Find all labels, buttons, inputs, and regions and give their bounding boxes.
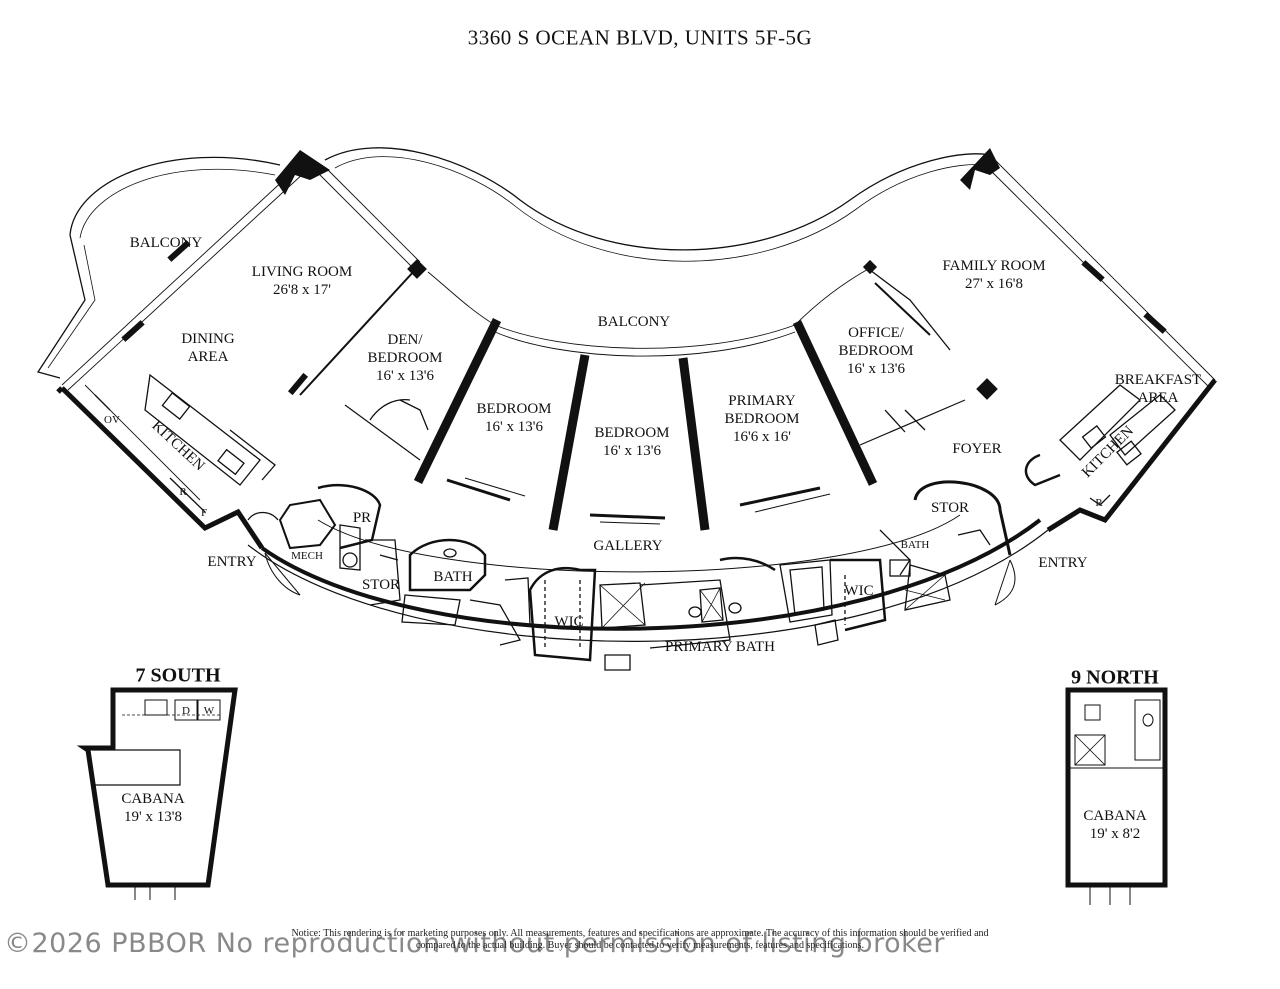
south-washer-label: W (203, 705, 215, 717)
family-room-label: FAMILY ROOM 27' x 16'8 (942, 257, 1045, 293)
wall-bedroom-primary (678, 357, 710, 531)
dining-area-name2: AREA (187, 349, 229, 365)
bedroom-1-dim: 16' x 13'6 (485, 419, 543, 435)
family-room-dim: 27' x 16'8 (965, 276, 1023, 292)
entry-left-label: ENTRY (207, 554, 257, 570)
wic-left-label: WIC (554, 614, 584, 630)
office-bedroom-name: OFFICE/ (848, 325, 904, 341)
dining-area-name: DINING (181, 331, 235, 347)
breakfast-area-name: BREAKFAST (1114, 372, 1202, 388)
bedroom-2-name: BEDROOM (594, 425, 670, 441)
south-cabana-walls (76, 687, 238, 888)
bath-left-label: BATH (433, 569, 473, 585)
stor-right-label: STOR (930, 500, 970, 516)
primary-bedroom-name2: BEDROOM (724, 411, 800, 427)
office-bedroom-label: OFFICE/ BEDROOM 16' x 13'6 (838, 324, 913, 378)
family-room-name: FAMILY ROOM (942, 258, 1046, 274)
exterior-wall-bottom (260, 518, 1042, 631)
balcony-center-label: BALCONY (597, 314, 671, 330)
refrigerator-right-label: R (1095, 497, 1103, 509)
bedroom-2-label: BEDROOM 16' x 13'6 (594, 424, 669, 460)
primary-bedroom-label: PRIMARY BEDROOM 16'6 x 16' (724, 392, 799, 446)
living-room-name: LIVING ROOM (251, 264, 353, 280)
plan-title: 3360 S OCEAN BLVD, UNITS 5F-5G (467, 25, 813, 50)
living-room-dim: 26'8 x 17' (273, 282, 331, 298)
entry-right-label: ENTRY (1038, 555, 1088, 571)
balcony-center-outline (324, 147, 991, 251)
north-cabana-dim: 19' x 8'2 (1089, 826, 1141, 842)
disclaimer-notice: Notice: This rendering is for marketing … (291, 928, 989, 951)
north-cabana-label: CABANA 19' x 8'2 (1083, 807, 1146, 843)
balcony-left-label: BALCONY (129, 235, 203, 251)
office-bedroom-name2: BEDROOM (838, 343, 914, 359)
primary-bedroom-dim: 16'6 x 16' (733, 429, 791, 445)
den-bedroom-name2: BEDROOM (367, 350, 443, 366)
breakfast-area-name2: AREA (1137, 390, 1179, 406)
north-heading: 9 NORTH (1071, 666, 1159, 689)
freezer-left-label: F (200, 507, 208, 519)
foyer-label: FOYER (952, 441, 1002, 457)
balcony-left-outline (69, 156, 281, 236)
living-room-label: LIVING ROOM 26'8 x 17' (252, 263, 352, 299)
breakfast-area-label: BREAKFAST AREA (1115, 371, 1201, 407)
wic-right-label: WIC (844, 583, 874, 599)
powder-room-label: PR (352, 510, 372, 526)
den-bedroom-name: DEN/ (387, 332, 423, 348)
refrigerator-left-label: R (179, 486, 187, 498)
primary-bedroom-name: PRIMARY (728, 393, 796, 409)
stor-left-label: STOR (361, 577, 401, 593)
north-cabana-name: CABANA (1083, 808, 1147, 824)
dining-area-label: DINING AREA (181, 330, 234, 366)
south-cabana-name: CABANA (121, 791, 185, 807)
south-heading: 7 SOUTH (135, 664, 221, 687)
north-cabana-walls (1065, 687, 1168, 888)
oven-label: OV (104, 414, 120, 426)
south-cabana-dim: 19' x 13'8 (124, 809, 182, 825)
bath-right-label: BATH (900, 539, 930, 551)
copyright-watermark: ©2026 PBBOR No reproduction without perm… (4, 928, 945, 959)
gallery-label: GALLERY (593, 538, 663, 554)
office-bedroom-dim: 16' x 13'6 (847, 361, 905, 377)
den-bedroom-dim: 16' x 13'6 (376, 368, 434, 384)
wall-den-bedroom (413, 318, 502, 484)
south-dryer-label: D (182, 705, 190, 717)
wall-bedroom-bedroom (548, 354, 590, 531)
mech-label: MECH (291, 550, 323, 562)
den-bedroom-label: DEN/ BEDROOM 16' x 13'6 (367, 331, 442, 385)
south-cabana-label: CABANA 19' x 13'8 (121, 790, 184, 826)
primary-bath-label: PRIMARY BATH (665, 639, 775, 655)
bedroom-1-name: BEDROOM (476, 401, 552, 417)
bedroom-1-label: BEDROOM 16' x 13'6 (476, 400, 551, 436)
bedroom-2-dim: 16' x 13'6 (603, 443, 661, 459)
wall-primary-office (792, 320, 878, 486)
